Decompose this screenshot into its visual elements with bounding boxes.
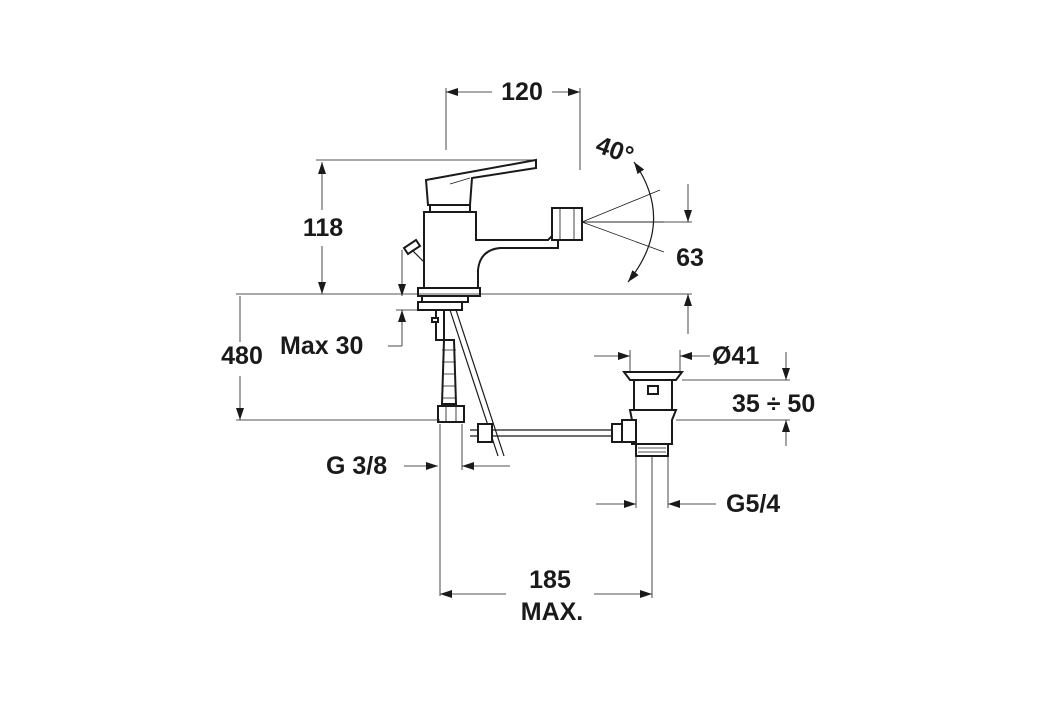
pullrod-max-label: MAX. — [521, 598, 584, 626]
swivel-angle-label: 40° — [592, 131, 637, 170]
outlet-height-label: 63 — [676, 244, 704, 272]
spout-reach-label: 120 — [501, 78, 543, 106]
height-label: 118 — [303, 214, 343, 242]
pullrod-length-label: 185 — [529, 566, 571, 594]
waste-thread-label: G5/4 — [726, 490, 780, 518]
inlet-thread-label: G 3/8 — [326, 452, 387, 480]
waste-range-label: 35 ÷ 50 — [732, 390, 815, 418]
waste-diameter-label: Ø41 — [712, 342, 759, 370]
hose-length-label: 480 — [221, 342, 263, 370]
max-thickness-label: Max 30 — [280, 332, 363, 360]
dimension-lines — [236, 88, 790, 598]
waste-assembly — [470, 371, 684, 457]
mixer-body — [402, 158, 583, 457]
